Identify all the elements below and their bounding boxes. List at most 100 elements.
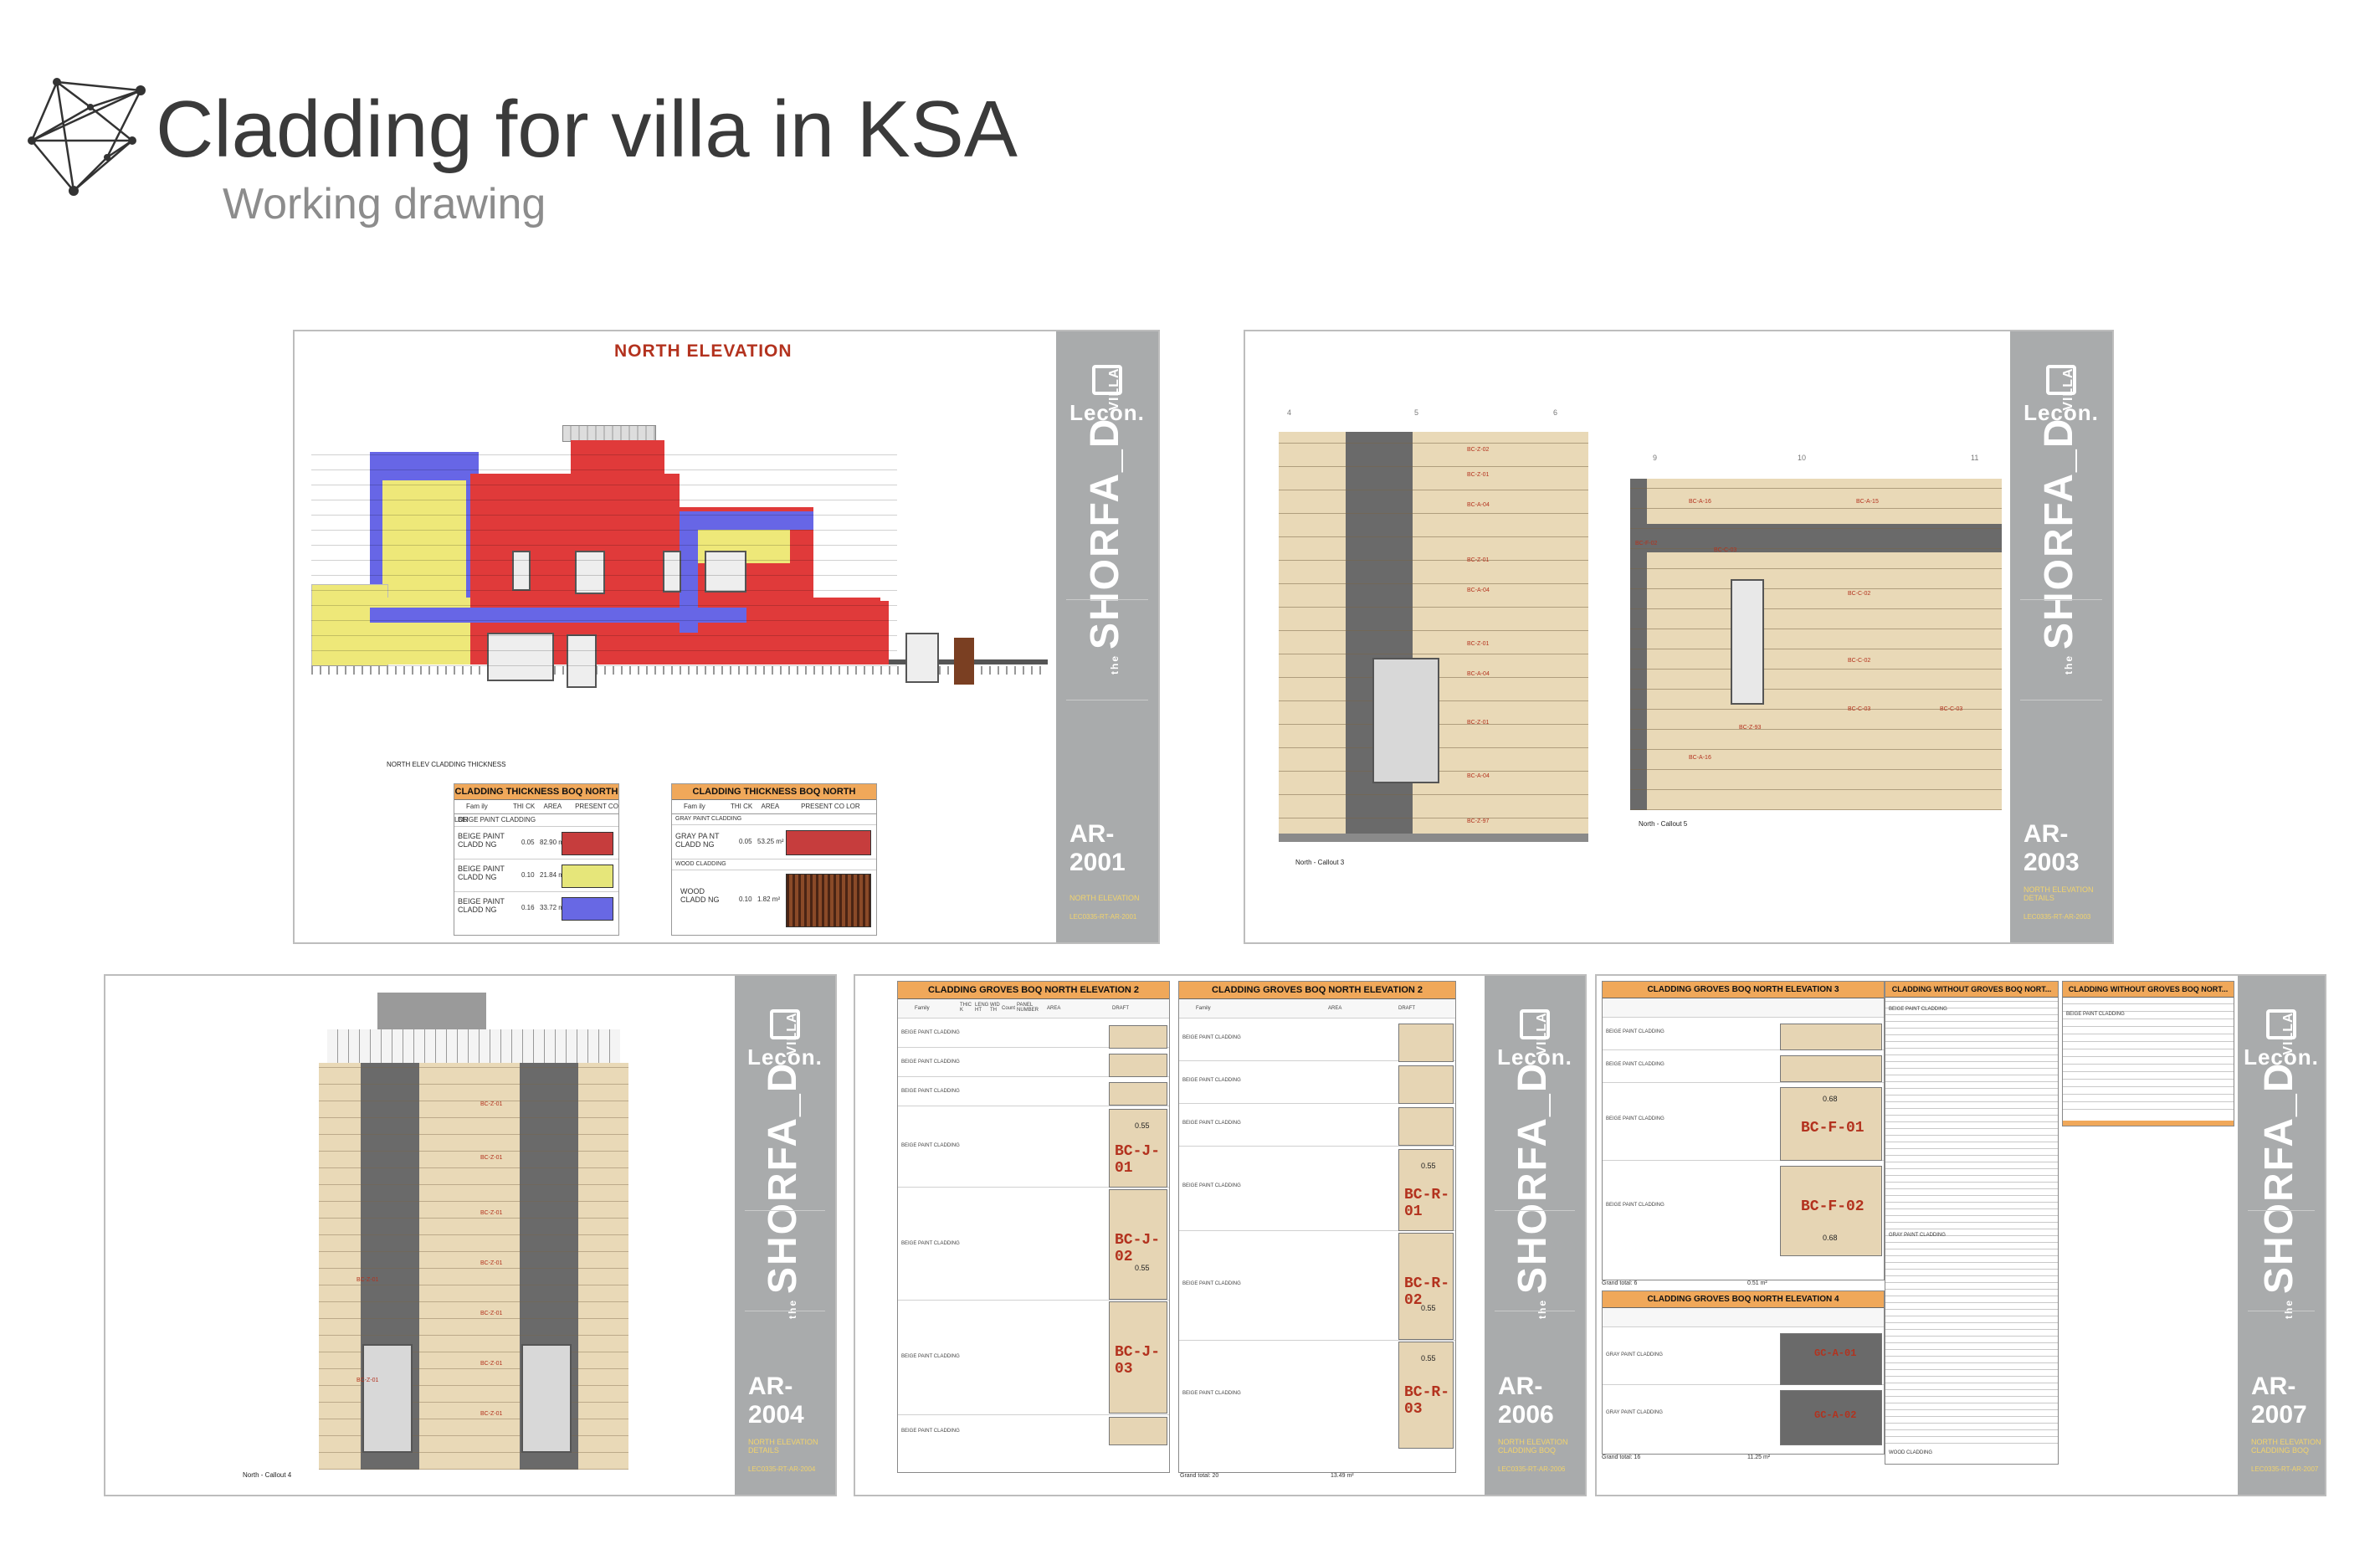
row-family: WOOD CLADD NG xyxy=(680,887,720,904)
table-header-row: Family AREA DRAFT xyxy=(1179,999,1455,1019)
col-header: DRAFT xyxy=(1112,1006,1129,1011)
row-family: WOOD CLADDING xyxy=(1889,1450,1933,1455)
dimension-label: 0.55 xyxy=(1135,1121,1150,1130)
project-suffix: VILLA xyxy=(1107,367,1121,411)
panel-tag: BC-C-02 xyxy=(1848,591,1871,597)
sheet-description: NORTH ELEVATION CLADDING BOQ xyxy=(1498,1438,1568,1455)
panel-tag: BC-Z-01 xyxy=(480,1101,503,1107)
project-suffix: VILLA xyxy=(1535,1012,1549,1055)
grid-label: 9 xyxy=(1653,454,1658,462)
row-family: BEIGE PAINT CLADDING xyxy=(2066,1012,2125,1017)
row-thickness: 0.05 xyxy=(739,838,752,845)
sheet-ar-2006[interactable]: CLADDING GROVES BOQ NORTH ELEVATION 2 Fa… xyxy=(854,974,1587,1496)
project-title: SHORFA_D xyxy=(1511,1061,1555,1294)
door xyxy=(905,633,939,683)
panel-tag: BC-Z-01 xyxy=(1467,472,1490,478)
dimension-label: 0.68 xyxy=(1823,1095,1838,1103)
panel-tag: BC-Z-01 xyxy=(356,1378,379,1383)
grand-total: Grand total: 16 xyxy=(1602,1455,1641,1460)
panel-id: BC-J-01 xyxy=(1115,1143,1161,1177)
table-row: BEIGE PAINT CLADDING xyxy=(1179,1019,1455,1061)
table-row: GRAY PAINT CLADDING xyxy=(1603,1327,1884,1385)
table-group-label: WOOD CLADDING xyxy=(672,859,876,870)
thickness-boq-table-1: CLADDING THICKNESS BOQ NORTH Fam ily THI… xyxy=(454,783,619,936)
table-group-label: BEIGE PAINT CLADDING xyxy=(454,814,618,827)
project-title: SHORFA_D xyxy=(1083,417,1127,649)
groves-boq-table-1: CLADDING GROVES BOQ NORTH ELEVATION 2 Fa… xyxy=(897,981,1170,1473)
panel-tag: BC-Z-01 xyxy=(1467,720,1490,726)
panel-draft xyxy=(1109,1417,1167,1445)
panel-draft: BC-J-02 0.55 xyxy=(1109,1189,1167,1300)
panel-tag: BC-C-03 xyxy=(1940,706,1963,712)
col-header: AREA xyxy=(761,803,779,810)
row-family: BEIGE PAINT CLADD NG xyxy=(458,897,505,914)
col-header: THI CK xyxy=(513,803,536,810)
table-title: CLADDING GROVES BOQ NORTH ELEVATION 4 xyxy=(1603,1291,1884,1308)
table-row: BEIGE PAINT CLADDING xyxy=(1603,1161,1884,1253)
project-prefix: the xyxy=(2283,1299,2295,1319)
project-name: the SHORFA_D VILLA xyxy=(1082,367,1128,675)
panel-tag: BC-A-04 xyxy=(1467,671,1490,677)
wood-swatch xyxy=(786,874,871,927)
table-row: GRAY PAINT CLADDING xyxy=(1603,1385,1884,1442)
panel-tag: BC-C-03 xyxy=(1848,706,1871,712)
panel-id: BC-R-03 xyxy=(1404,1384,1450,1418)
page-title: Cladding for villa in KSA xyxy=(156,85,1018,174)
panel-id: GC-A-01 xyxy=(1814,1347,1857,1359)
col-header: Family xyxy=(1196,1006,1211,1011)
table-row: GRAY PA NT CLADD NG 0.05 53.25 m² xyxy=(672,825,876,859)
sheet-code: LEC0335-RT-AR-2004 xyxy=(748,1465,816,1473)
panel-tag: BC-A-04 xyxy=(1467,588,1490,593)
grand-total-area: 13.49 m² xyxy=(1331,1473,1354,1479)
row-thickness: 0.10 xyxy=(521,871,535,879)
grid-label: 11 xyxy=(1971,454,1979,462)
grid-label: 10 xyxy=(1798,454,1807,462)
project-prefix: the xyxy=(1109,654,1121,675)
drawing-caption: North - Callout 3 xyxy=(1295,859,1345,866)
door xyxy=(362,1344,413,1453)
panel-draft: 0.68 BC-F-01 xyxy=(1780,1087,1882,1161)
row-family: BEIGE PAINT CLADDING xyxy=(901,1089,960,1094)
page-subtitle: Working drawing xyxy=(223,180,546,228)
north-elevation-drawing xyxy=(311,373,1064,708)
col-header: AREA xyxy=(1047,1006,1061,1011)
panel-id: BC-J-03 xyxy=(1115,1344,1161,1378)
window xyxy=(705,551,746,593)
table-row: BEIGE PAINT CLADDING xyxy=(1179,1231,1455,1341)
sheet-number: AR-2003 xyxy=(2024,820,2080,876)
drawing-title: NORTH ELEVATION xyxy=(614,341,792,361)
sheet-ar-2001[interactable]: NORTH ELEVATION N xyxy=(293,330,1160,944)
col-header: AREA xyxy=(543,803,562,810)
panel-draft xyxy=(1109,1054,1167,1077)
panel-tag: BC-Z-01 xyxy=(480,1155,503,1161)
col-header: Fam ily xyxy=(466,803,488,810)
table-rows: BEIGE PAINT CLADDING xyxy=(2063,998,2234,1116)
sheet-description: NORTH ELEVATION DETAILS xyxy=(748,1438,818,1455)
table-title: CLADDING GROVES BOQ NORTH ELEVATION 2 xyxy=(1179,982,1455,999)
title-block: Lecon. theSHORFA_DVILLA AR-2004 NORTH EL… xyxy=(735,976,835,1495)
col-header: PANEL NUMBER xyxy=(1017,1003,1039,1013)
thickness-boq-table-2: CLADDING THICKNESS BOQ NORTH Fam ily THI… xyxy=(671,783,877,936)
project-name: theSHORFA_DVILLA xyxy=(2036,367,2082,675)
project-suffix: VILLA xyxy=(785,1012,799,1055)
col-header: PRESENT CO LOR xyxy=(801,803,860,810)
sheet-ar-2007[interactable]: CLADDING GROVES BOQ NORTH ELEVATION 3 BE… xyxy=(1595,974,2326,1496)
table-row: BEIGE PAINT CLADD NG 0.10 21.84 m² xyxy=(454,859,618,892)
brand-name: Lecon. xyxy=(1497,1044,1572,1070)
panel-tag: BC-Z-01 xyxy=(480,1210,503,1216)
col-header: WID TH xyxy=(990,1003,1000,1013)
title-block: Lecon. theSHORFA_DVILLA AR-2007 NORTH EL… xyxy=(2238,976,2325,1495)
table-row: BEIGE PAINT CLADDING xyxy=(898,1415,1169,1449)
brand-name: Lecon. xyxy=(747,1044,823,1070)
color-swatch xyxy=(562,897,613,921)
color-swatch xyxy=(562,832,613,855)
sheet-ar-2004[interactable]: BC-Z-01 BC-Z-01 BC-Z-01 BC-Z-01 BC-Z-01 … xyxy=(104,974,837,1496)
panel-draft: BC-R-02 0.55 xyxy=(1398,1233,1454,1340)
callout-3-drawing xyxy=(1279,432,1588,842)
col-header: Family xyxy=(915,1006,930,1011)
panel-draft xyxy=(1109,1082,1167,1106)
sheet-ar-2003[interactable]: 4 5 6 BC-Z-02 BC-Z-01 BC-A-04 BC-Z-01 BC… xyxy=(1244,330,2114,944)
col-header: LENG HT xyxy=(975,1003,989,1013)
brand-logo: Lecon. xyxy=(2238,1009,2325,1070)
brand-logo: Lecon. xyxy=(2010,365,2112,426)
